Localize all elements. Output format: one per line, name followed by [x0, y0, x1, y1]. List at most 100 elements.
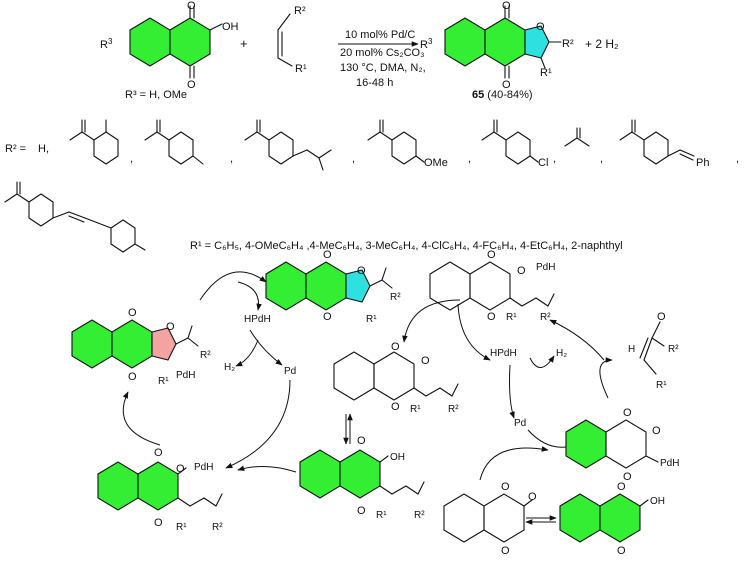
- o-label: O: [391, 341, 400, 353]
- o-label: O: [187, 0, 196, 12]
- r1-label: R¹: [176, 522, 187, 533]
- o-label: O: [617, 481, 626, 493]
- r1-label: R¹: [158, 376, 169, 387]
- r1-label: R¹: [376, 510, 387, 521]
- o-label: O: [487, 311, 496, 323]
- o-label: O: [623, 407, 632, 419]
- cycle-arrow: [509, 364, 515, 419]
- cycle-arrow: [237, 281, 262, 311]
- oh-label: OH: [390, 452, 405, 463]
- r2-comma: ,: [736, 153, 739, 165]
- o-label: O: [357, 505, 366, 517]
- r2-ome: OMe: [424, 157, 448, 169]
- r2-label: R² =: [5, 143, 26, 155]
- condition-line: 10 mol% Pd/C: [345, 29, 415, 41]
- o-label: O: [501, 481, 510, 493]
- o-label: O: [357, 435, 366, 447]
- r2-label: R²: [668, 344, 679, 355]
- o-label: O: [528, 491, 537, 503]
- r2-h: H,: [38, 143, 49, 155]
- dihydrofuran-intermediate: [71, 319, 199, 369]
- start-hydroxynaphthoquinone: [129, 5, 223, 79]
- o-label: O: [128, 307, 137, 319]
- r2-scope: R² = H, , , ,: [4, 119, 739, 253]
- o-label: O: [187, 79, 196, 91]
- cycle-arrow: [549, 319, 605, 361]
- cycle-arrow: [225, 379, 291, 469]
- o-label: O: [502, 0, 511, 12]
- r1-label: R¹: [366, 314, 377, 325]
- pd-right: Pd: [514, 418, 526, 429]
- catalytic-cycle: O O O R² R¹ O O O R² R¹ PdH HPdH H₂ Pd: [71, 249, 679, 557]
- hpdh-left: HPdH: [244, 314, 271, 325]
- alkene-r1: R¹: [295, 63, 307, 75]
- r2-comma: ,: [230, 153, 233, 165]
- r1-label: R¹: [506, 312, 517, 323]
- r3-label: R3: [420, 37, 433, 51]
- o-label: O: [154, 447, 163, 459]
- alkene-right: [639, 321, 665, 375]
- r2-option: [481, 119, 539, 165]
- r2-comma: ,: [352, 153, 355, 165]
- cycle-arrow: [235, 339, 259, 367]
- o-label: O: [128, 371, 137, 383]
- o-label: O: [536, 21, 545, 33]
- o-label: O: [487, 249, 496, 261]
- cycle-arrow: [402, 299, 461, 343]
- r2-option: [144, 119, 204, 165]
- r2-cl: Cl: [538, 157, 548, 169]
- r1-label: R¹: [656, 380, 667, 391]
- o-label: O: [357, 265, 366, 277]
- plus-sign: +: [240, 36, 248, 51]
- cycle-arrow: [199, 271, 267, 301]
- alkene-r2: R²: [294, 5, 306, 17]
- enol-intermediate: [299, 449, 425, 499]
- o-label: O: [623, 471, 632, 483]
- r2-option: [69, 119, 119, 165]
- pdh-label: PdH: [194, 462, 213, 473]
- r2-ph: Ph: [696, 157, 709, 169]
- pdh-label: PdH: [176, 370, 195, 381]
- o-label: O: [501, 545, 510, 557]
- o-label: O: [502, 79, 511, 91]
- pdh-label: PdH: [660, 458, 679, 469]
- hydroxynaphthoquinone: [559, 493, 649, 543]
- r2-label: R²: [448, 404, 459, 415]
- condition-line: 130 °C, DMA, N₂,: [340, 62, 426, 74]
- r2-option: [564, 127, 590, 147]
- r2-label: R²: [212, 522, 223, 533]
- cycle-arrow: [479, 446, 549, 481]
- r1-label: R¹: [410, 404, 421, 415]
- cycle-arrow: [237, 465, 297, 473]
- r2-option: [4, 181, 146, 253]
- o-label: O: [166, 321, 175, 333]
- hpdh-right: HPdH: [490, 348, 517, 359]
- cycle-arrow: [529, 355, 555, 368]
- oh-label: OH: [222, 21, 239, 33]
- r2-label: R²: [390, 292, 401, 303]
- r2-comma: ,: [553, 153, 556, 165]
- r2-comma: ,: [130, 153, 133, 165]
- r2-comma: ,: [468, 153, 471, 165]
- o-label: O: [323, 311, 332, 323]
- condition-line: 16-48 h: [356, 77, 393, 89]
- cycle-arrow: [457, 303, 491, 361]
- product-r2: R²: [562, 38, 574, 50]
- oh-label: OH: [650, 496, 665, 507]
- o-label: O: [517, 265, 526, 277]
- pdh-quinone: [565, 419, 659, 469]
- cycle-arrow: [122, 391, 161, 446]
- pdh-label: PdH: [536, 262, 555, 273]
- r2-option: [367, 119, 425, 165]
- vinyl-intermediate: [333, 351, 459, 401]
- o-label: O: [652, 425, 661, 437]
- top-reaction: O O OH R3 R³ = H, OMe + R² R¹ 10 mol% Pd…: [100, 0, 619, 101]
- r2-option: [619, 119, 695, 165]
- r2-label: R²: [414, 510, 425, 521]
- r3-label: R3: [100, 37, 113, 51]
- o-label: O: [657, 311, 666, 323]
- o-label: O: [617, 545, 626, 557]
- r2-label: R²: [540, 312, 551, 323]
- cycle-product: [265, 261, 393, 311]
